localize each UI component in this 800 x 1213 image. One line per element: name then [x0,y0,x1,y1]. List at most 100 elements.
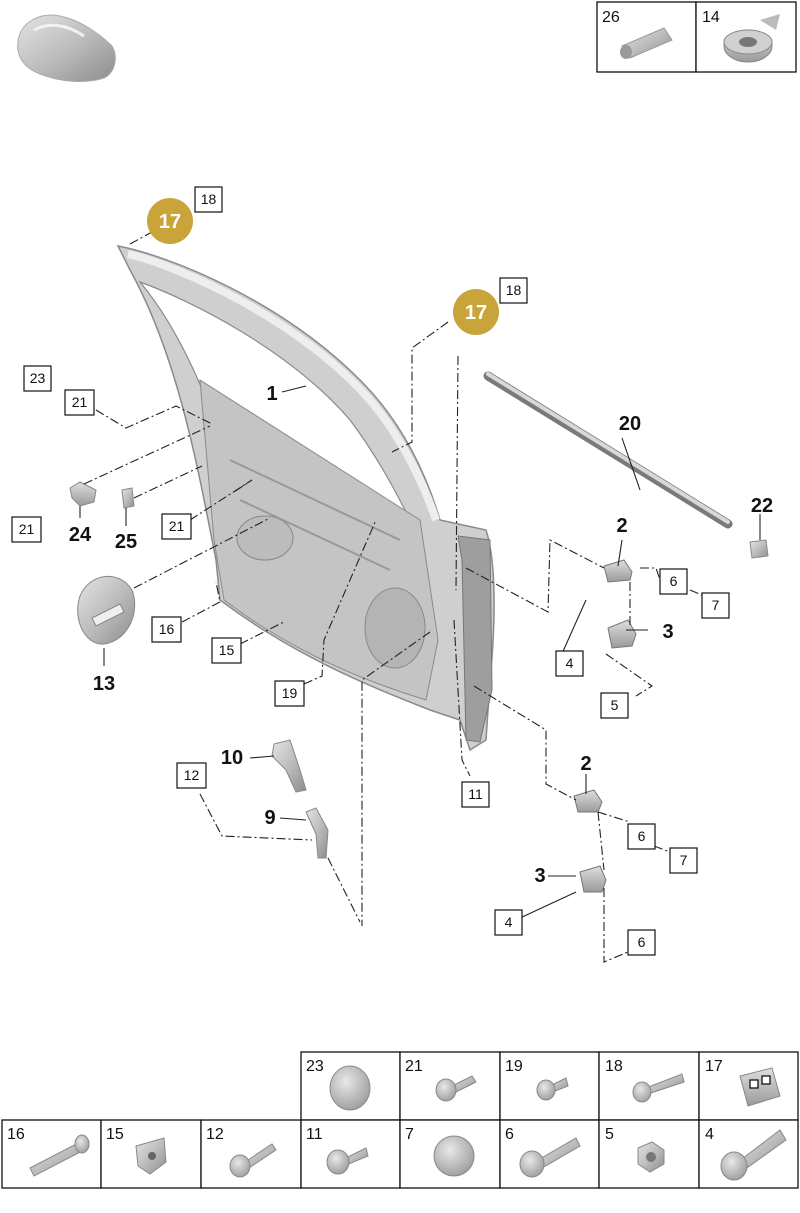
legend-cell-19[interactable]: 19 [499,1051,600,1121]
legend-cell-11[interactable]: 11 [300,1119,401,1189]
ref-number: 18 [506,282,522,298]
flange-bolt-icon [435,1075,477,1102]
ref-box-23[interactable]: 23 [23,365,52,392]
ref-number: 12 [184,767,200,783]
clip-nut-icon [739,1067,781,1107]
legend-number: 21 [405,1058,423,1075]
flange-screw-icon [536,1077,569,1101]
ref-number: 21 [169,518,185,534]
callout-part-2-upper[interactable]: 2 [616,515,627,537]
badge-number: 17 [465,302,487,324]
clip-24 [69,481,97,507]
round-cap-icon [433,1135,475,1177]
badge-17-top-left[interactable]: 17 [147,198,193,244]
ref-box-7-a[interactable]: 7 [701,592,730,619]
ref-box-11[interactable]: 11 [461,781,490,808]
badge-17-top-right[interactable]: 17 [453,289,499,335]
legend-number: 11 [306,1126,323,1143]
speaker-cover-13 [77,575,136,645]
ref-number: 4 [505,914,513,930]
ref-box-18-b[interactable]: 18 [499,277,528,304]
ref-box-15[interactable]: 15 [211,637,242,664]
ref-number: 5 [611,697,619,713]
legend-cell-18[interactable]: 18 [598,1051,700,1121]
long-bolt-icon [29,1134,90,1177]
callout-part-22[interactable]: 22 [751,495,773,517]
ref-box-6-a[interactable]: 6 [659,568,688,595]
ref-number: 6 [638,828,646,844]
ref-box-12[interactable]: 12 [176,762,207,789]
ref-number: 23 [30,370,46,386]
cap-plug-icon [329,1065,371,1111]
hex-nut-icon [637,1141,665,1173]
ref-number: 16 [159,621,175,637]
legend-number: 17 [705,1058,723,1075]
callout-part-9[interactable]: 9 [264,807,275,829]
callout-part-1[interactable]: 1 [266,383,277,405]
ref-box-7-b[interactable]: 7 [669,847,698,874]
legend-cell-7[interactable]: 7 [399,1119,501,1189]
ref-number: 19 [282,685,298,701]
legend-number: 26 [602,9,620,26]
legend-number: 5 [605,1126,614,1143]
ref-box-6-b[interactable]: 6 [627,823,656,850]
ref-box-19[interactable]: 19 [274,680,305,707]
legend-cell-16[interactable]: 16 [1,1119,102,1189]
legend-cell-4[interactable]: 4 [698,1119,799,1189]
legend-cell-23[interactable]: 23 [300,1051,401,1121]
collar-screw-icon [326,1147,369,1175]
legend-cell-5[interactable]: 5 [598,1119,700,1189]
ref-number: 6 [638,934,646,950]
callout-part-2-lower[interactable]: 2 [580,753,591,775]
torx-bolt-icon [229,1143,277,1178]
legend-cell-21[interactable]: 21 [399,1051,501,1121]
ref-number: 7 [712,597,720,613]
legend-cell-17[interactable]: 17 [698,1051,799,1121]
tube-icon [620,27,673,59]
legend-cell-12[interactable]: 12 [200,1119,302,1189]
legend-cell-6[interactable]: 6 [499,1119,600,1189]
ref-box-5[interactable]: 5 [600,692,629,719]
callout-part-20[interactable]: 20 [619,413,641,435]
tape-roll-icon [723,14,780,63]
end-cap-22 [749,539,769,559]
ref-box-6-c[interactable]: 6 [627,929,656,956]
bottom-legend-row2: 16 15 12 11 [1,1119,799,1189]
legend-number: 6 [505,1126,514,1143]
callout-part-10[interactable]: 10 [221,747,243,769]
legend-number: 15 [106,1126,124,1143]
legend-number: 18 [605,1058,623,1075]
callout-part-13[interactable]: 13 [93,673,115,695]
ref-box-21-c[interactable]: 21 [161,513,192,540]
seal-strip [483,371,733,529]
legend-number: 7 [405,1126,414,1143]
callout-part-3-lower[interactable]: 3 [534,865,545,887]
ref-box-4-b[interactable]: 4 [494,909,523,936]
callout-part-25[interactable]: 25 [115,531,137,553]
hinge-upper [603,559,637,649]
ref-box-16[interactable]: 16 [151,616,182,643]
reference-boxes: 18 18 23 21 21 21 16 15 [11,186,730,956]
legend-cell-14[interactable]: 14 [695,1,797,73]
ref-number: 7 [680,852,688,868]
ref-box-18-a[interactable]: 18 [194,186,223,213]
callout-part-3-upper[interactable]: 3 [662,621,673,643]
ref-box-21-a[interactable]: 21 [64,389,95,416]
ref-number: 11 [468,786,483,802]
hinge-lower [573,789,607,893]
ref-number: 6 [670,573,678,589]
legend-number: 16 [7,1126,25,1143]
legend-number: 23 [306,1058,324,1075]
ref-box-4-a[interactable]: 4 [555,650,584,677]
legend-cell-26[interactable]: 26 [596,1,697,73]
callout-part-24[interactable]: 24 [69,524,92,546]
door-shell [116,244,495,752]
car-silhouette-icon [17,14,116,82]
ref-number: 21 [19,521,35,537]
badge-number: 17 [159,211,181,233]
legend-cell-15[interactable]: 15 [100,1119,202,1189]
legend-number: 4 [705,1126,714,1143]
ref-number: 4 [566,655,574,671]
ref-number: 18 [201,191,217,207]
ref-box-21-b[interactable]: 21 [11,516,42,543]
